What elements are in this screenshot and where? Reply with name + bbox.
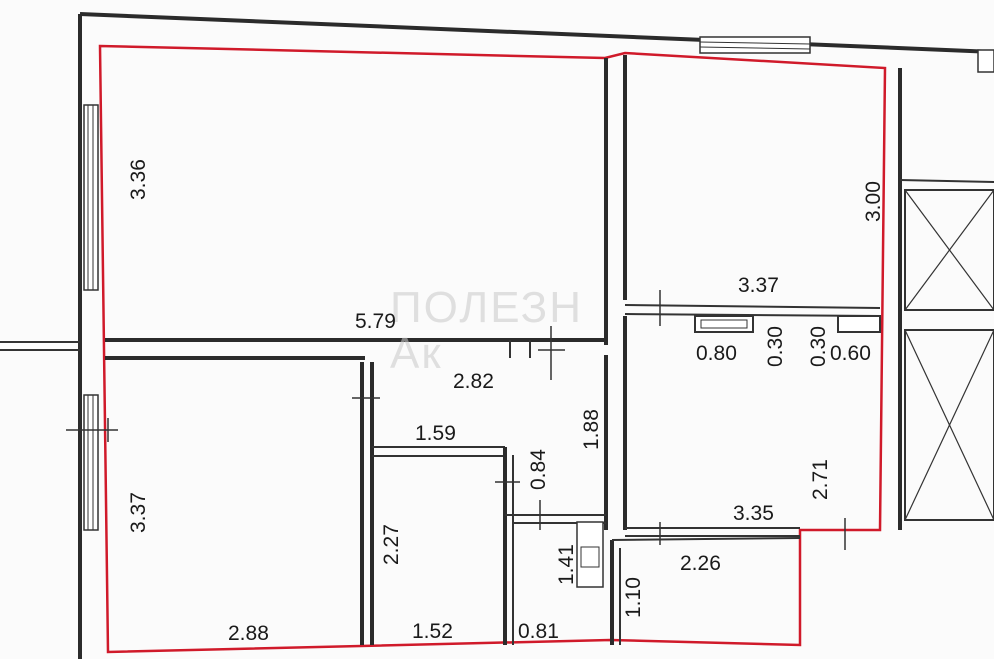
dim-bath-depth: 2.27	[380, 524, 403, 565]
watermark-line2: Ак	[390, 329, 443, 378]
niche-right	[837, 315, 881, 333]
dim-kitchen-length: 3.37	[738, 274, 779, 297]
dim-niche2-depth: 0.30	[807, 326, 830, 367]
dim-hall-length: 2.82	[453, 370, 494, 393]
dim-closet-length: 1.59	[415, 422, 456, 445]
dim-hall-depth: 1.88	[580, 409, 603, 450]
shafts	[898, 68, 994, 530]
apartment-outline	[98, 44, 887, 654]
dimension-labels: 3.36 5.79 3.00 3.37 3.37 2.88 2.82 1.88 …	[127, 159, 885, 645]
dim-wc-depth: 1.41	[555, 544, 578, 585]
dim-niche1-depth: 0.30	[764, 326, 787, 367]
dim-living-room-width: 3.36	[127, 159, 150, 200]
window-top-right	[977, 49, 994, 73]
wc-fixture	[576, 521, 604, 588]
dim-room-right-length: 3.35	[733, 502, 774, 525]
outer-walls	[0, 12, 994, 659]
dim-bedroom-width: 3.37	[127, 492, 150, 533]
watermark-line1: ПОЛЕЗН	[390, 283, 583, 332]
niche-left	[694, 315, 754, 333]
dim-bedroom-length: 2.88	[228, 622, 269, 645]
dim-closet-depth: 0.84	[527, 449, 550, 490]
door-marks	[66, 290, 846, 550]
dim-balcony-depth: 1.10	[622, 577, 645, 618]
window-top	[699, 36, 811, 54]
dim-niche2-width: 0.60	[830, 342, 871, 365]
dim-niche1-width: 0.80	[696, 342, 737, 365]
watermark: ПОЛЕЗН Ак	[390, 283, 583, 378]
dim-living-room-length: 5.79	[355, 310, 396, 333]
dim-bath-length: 1.52	[412, 620, 453, 643]
dim-wc-length: 0.81	[518, 620, 559, 643]
dim-balcony-length: 2.26	[680, 552, 721, 575]
dim-room-right-depth: 2.71	[809, 459, 832, 500]
dim-kitchen-depth: 3.00	[862, 181, 885, 222]
window-left-bottom	[83, 394, 99, 531]
window-left-top	[83, 104, 99, 291]
